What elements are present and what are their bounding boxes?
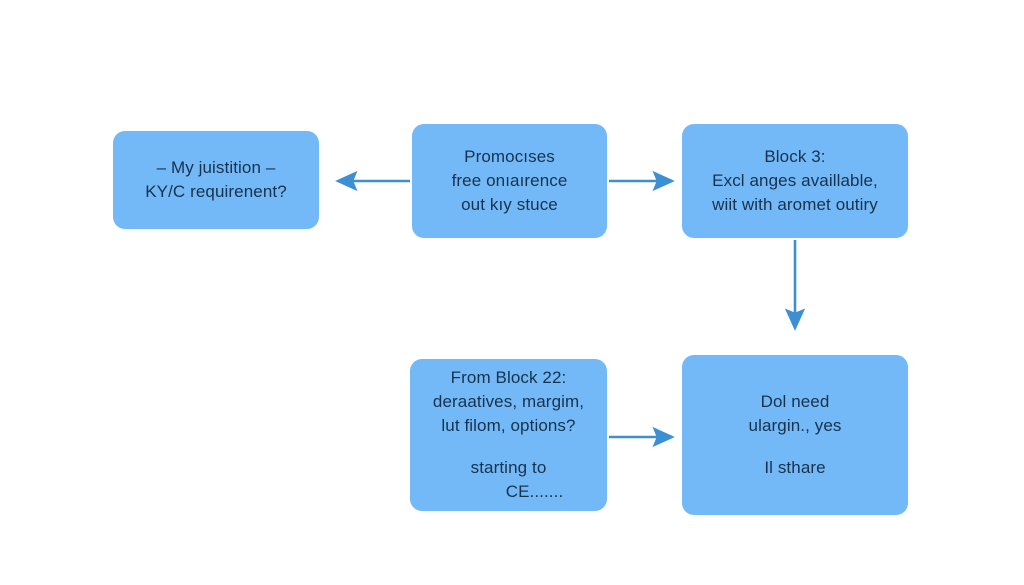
node-text-line: lut filom, options? — [441, 415, 576, 435]
node-text-line: From Block 22: — [450, 367, 567, 387]
node-text-line: – My juistition – — [156, 157, 276, 177]
node-text-line: Block 3: — [764, 146, 826, 166]
node-promo[interactable]: Promocıses free onıaırence out kıy stuce — [412, 124, 607, 238]
node-text-line: free onıaırence — [451, 170, 568, 190]
node-text-line: CE....... — [505, 482, 564, 502]
node-text-line: KY/C requirenent? — [145, 182, 287, 201]
node-text-line: out kıy stuce — [461, 195, 558, 215]
node-do-i-need[interactable]: Dol need ulargin., yes Il sthare — [682, 355, 908, 515]
node-block3[interactable]: Block 3: Excl anges availlable, wiit wit… — [682, 124, 908, 238]
node-my-jurisdiction[interactable]: – My juistition – KY/C requirenent? — [113, 131, 319, 229]
node-text-line: Excl anges availlable, — [712, 170, 878, 190]
node-text-line: wiit with aromet outiry — [712, 195, 878, 215]
node-from-block22[interactable]: From Block 22: deraatives, margim, lut f… — [410, 359, 607, 511]
node-text-line: Il sthare — [764, 458, 826, 478]
node-text-line: ulargin., yes — [748, 415, 842, 435]
node-text-line: Promocıses — [464, 146, 555, 166]
node-text-line: Dol need — [760, 391, 830, 411]
node-text-line: deraatives, margim, — [432, 391, 585, 411]
node-text-line: starting to — [470, 458, 547, 478]
